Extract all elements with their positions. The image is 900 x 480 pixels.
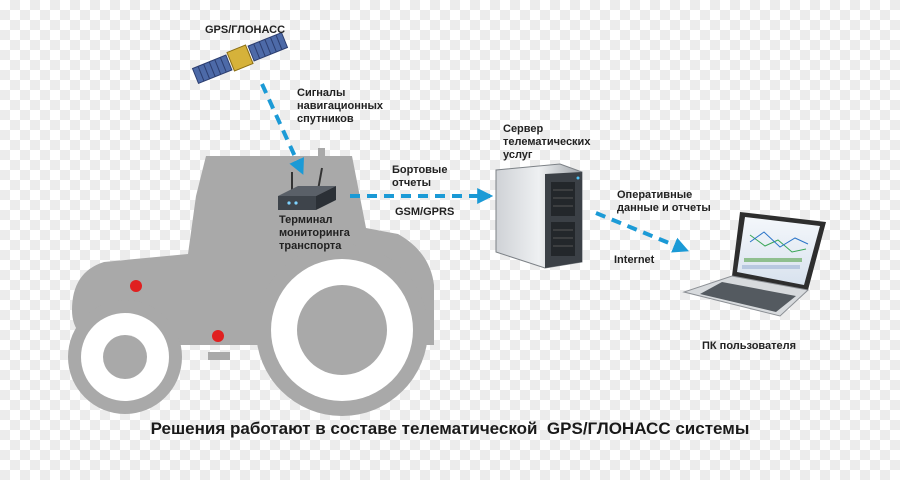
tractor-light-front bbox=[130, 280, 142, 292]
satellite-label: GPS/ГЛОНАСС bbox=[205, 24, 286, 36]
laptop-icon bbox=[682, 212, 826, 317]
tractor-light-rear bbox=[212, 330, 224, 342]
satellite-signals-label: Сигналы навигационных спутников bbox=[297, 87, 384, 125]
user-pc-label: ПК пользователя bbox=[702, 340, 797, 352]
blade-server-icon bbox=[495, 163, 583, 269]
tractor-silhouette bbox=[68, 148, 434, 416]
internet-label: Internet bbox=[614, 254, 655, 266]
onboard-reports-label: Бортовые отчеты bbox=[392, 164, 448, 189]
arrow-server-to-laptop bbox=[595, 211, 689, 253]
diagram-caption: Решения работают в составе телематическо… bbox=[150, 419, 750, 438]
terminal-label: Терминал мониторинга транспорта bbox=[279, 214, 350, 252]
gps-terminal-icon bbox=[278, 167, 336, 210]
server-label: Сервер телематических услуг bbox=[503, 123, 591, 161]
satellite-icon bbox=[191, 31, 289, 85]
operative-data-label: Оперативные данные и отчеты bbox=[617, 189, 711, 214]
gsm-gprs-label: GSM/GPRS bbox=[395, 206, 455, 218]
